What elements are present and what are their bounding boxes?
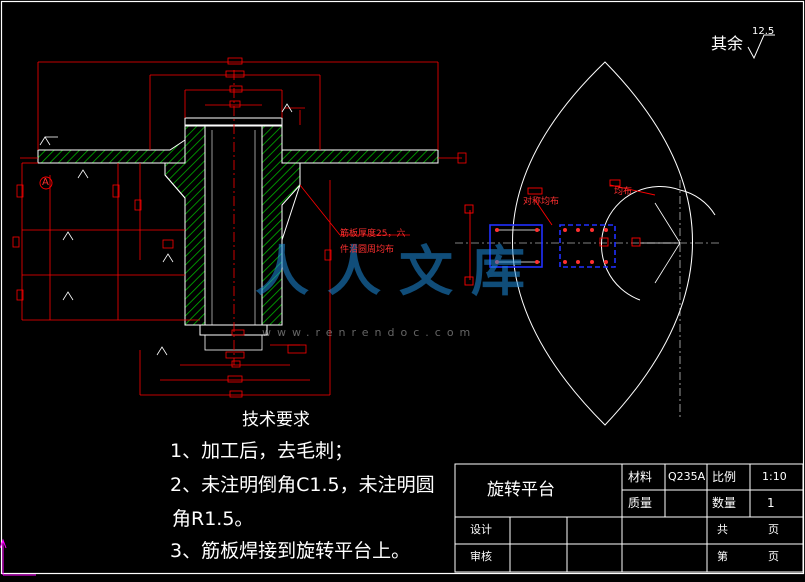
plate-right-hatch <box>264 139 439 164</box>
rib-note-1: 筋板厚度25，六 <box>340 229 406 239</box>
total-page-unit: 页 <box>768 523 779 536</box>
bore <box>204 124 263 326</box>
material-label: 材料 <box>628 470 653 484</box>
tech-line-3: 角R1.5。 <box>172 508 254 530</box>
watermark-url: www.renrendoc.com <box>262 326 477 339</box>
part-name: 旋转平台 <box>487 480 555 500</box>
sheet-label: 第 <box>717 550 728 563</box>
tech-title: 技术要求 <box>242 410 310 430</box>
rib-note-2: 件沿圆周均布 <box>340 245 395 255</box>
total-label: 共 <box>717 523 728 536</box>
top-view-markers <box>464 179 656 286</box>
slot-group-left <box>489 224 543 268</box>
top-cap <box>184 117 283 127</box>
material-value: Q235A <box>668 470 706 483</box>
hub-circle <box>601 185 681 301</box>
weight-label: 质量 <box>628 496 653 510</box>
tech-line-2: 2、未注明倒角C1.5，未注明圆 <box>170 474 435 496</box>
roughness-label: 其余 <box>711 34 744 53</box>
slot-group-right <box>559 224 616 268</box>
symmetric-note: 对称均布 <box>523 197 560 207</box>
datum-circle <box>39 176 53 190</box>
scale-value: 1:10 <box>762 470 787 483</box>
tech-line-1: 1、加工后，去毛刺； <box>170 440 354 462</box>
section-view <box>37 70 439 365</box>
rib-right <box>281 184 301 241</box>
tech-line-4: 3、筋板焊接到旋转平台上。 <box>170 540 411 562</box>
ucs-icon <box>0 538 36 576</box>
lens-outline <box>512 61 693 426</box>
plate-left-hatch <box>37 139 186 164</box>
dimension-values <box>12 57 467 398</box>
review-label: 审核 <box>470 550 492 563</box>
scale-label: 比例 <box>712 470 737 484</box>
rib-left <box>164 174 186 199</box>
roughness-value: 12.5 <box>752 26 775 37</box>
roughness-marks <box>39 103 293 356</box>
design-label: 设计 <box>470 523 492 536</box>
roughness-symbol <box>747 34 775 60</box>
sheet-page-unit: 页 <box>768 550 779 563</box>
dimension-lines <box>20 61 462 396</box>
datum-label: A <box>42 177 49 188</box>
bolt-holes <box>495 228 608 264</box>
title-block-lines <box>454 463 804 573</box>
bottom-plate <box>204 334 263 351</box>
quantity-value: 1 <box>767 496 775 510</box>
uniform-note: 均布 <box>614 187 633 197</box>
quantity-label: 数量 <box>712 496 737 510</box>
top-view <box>455 61 720 426</box>
watermark-text: 人人文库 <box>255 240 543 303</box>
